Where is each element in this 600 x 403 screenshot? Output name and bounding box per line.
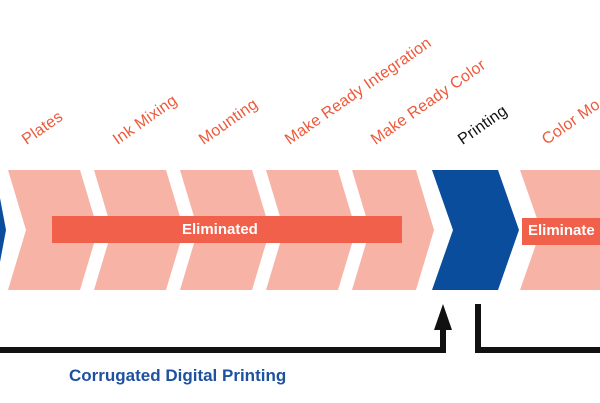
eliminated-bar-right xyxy=(522,218,600,245)
diagram-caption: Corrugated Digital Printing xyxy=(69,366,287,385)
eliminated-bar-right-label: Eliminate xyxy=(528,222,595,239)
flow-line-left xyxy=(0,330,446,353)
eliminated-bar-left xyxy=(52,216,402,243)
flow-line-right xyxy=(475,304,600,353)
up-arrow-icon xyxy=(434,304,452,330)
partial-chevron-left xyxy=(0,198,6,262)
eliminated-bar-left-label: Eliminated xyxy=(182,221,258,238)
chevron-printing xyxy=(432,170,519,290)
